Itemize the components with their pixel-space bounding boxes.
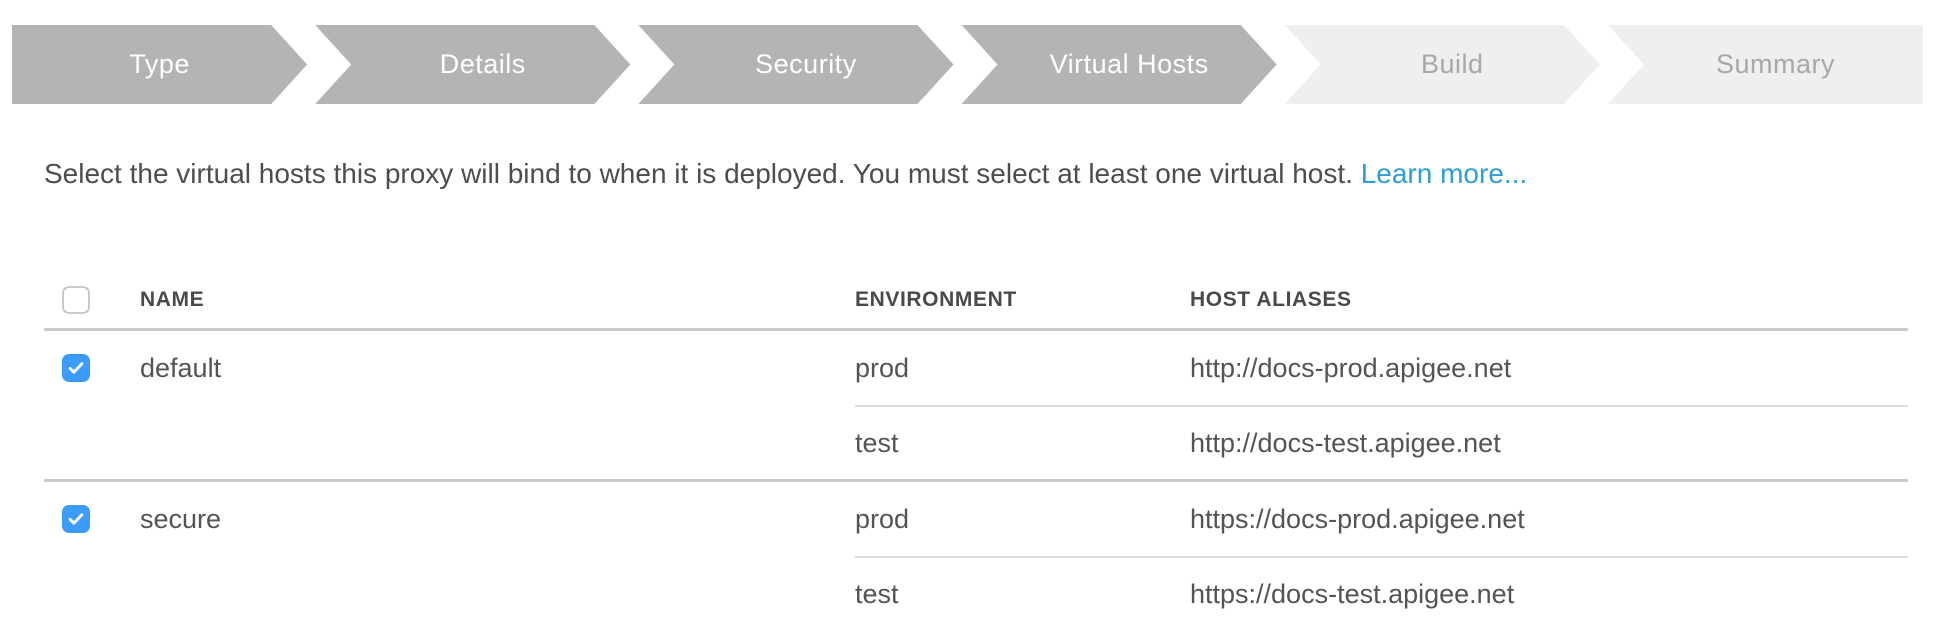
environment-cell: test <box>855 427 899 458</box>
host-subrow: prod http://docs-prod.apigee.net <box>855 331 1908 405</box>
host-alias-cell: https://docs-prod.apigee.net <box>1190 503 1525 534</box>
wizard-step-label: Virtual Hosts <box>1049 49 1209 79</box>
wizard-step-label: Type <box>129 49 190 79</box>
row-checkbox-cell <box>44 331 140 405</box>
host-subrows: prod http://docs-prod.apigee.net test http:… <box>855 331 1908 479</box>
table-header-row: NAME ENVIRONMENT HOST ALIASES <box>44 268 1908 331</box>
virtual-host-name: secure <box>140 503 222 534</box>
virtual-hosts-table: NAME ENVIRONMENT HOST ALIASES default pro… <box>44 268 1908 628</box>
group-divider <box>44 479 1908 482</box>
host-subrows: prod https://docs-prod.apigee.net test http… <box>855 482 1908 628</box>
virtual-host-name-cell: default <box>140 331 855 405</box>
wizard-step-type[interactable]: Type <box>12 25 307 104</box>
column-header-name: NAME <box>140 287 205 311</box>
page-description: Select the virtual hosts this proxy will… <box>44 158 1914 190</box>
wizard-step-summary[interactable]: Summary <box>1607 25 1924 104</box>
description-text: Select the virtual hosts this proxy will… <box>44 158 1361 189</box>
virtual-host-row-secure: secure prod https://docs-prod.apigee.net te… <box>44 482 1908 628</box>
learn-more-link[interactable]: Learn more... <box>1360 158 1528 189</box>
virtual-host-name-cell: secure <box>140 482 855 556</box>
row-checkbox[interactable] <box>62 354 90 382</box>
row-checkbox[interactable] <box>62 505 90 533</box>
virtual-host-name: default <box>140 352 222 383</box>
wizard-stepper: Type Details Security Virtual Hosts Build Sum… <box>12 25 1924 104</box>
checkmark-icon <box>68 362 84 374</box>
table-body: default prod http://docs-prod.apigee.net te… <box>44 331 1908 628</box>
wizard-step-label: Build <box>1421 49 1484 79</box>
select-all-checkbox[interactable] <box>62 285 90 314</box>
host-subrow: test http://docs-test.apigee.net <box>855 405 1908 479</box>
column-header-host-aliases: HOST ALIASES <box>1190 287 1352 311</box>
wizard-step-label: Details <box>439 49 526 79</box>
wizard-step-details[interactable]: Details <box>315 25 630 104</box>
wizard-step-build[interactable]: Build <box>1285 25 1600 104</box>
host-subrow: prod https://docs-prod.apigee.net <box>855 482 1908 556</box>
select-all-cell <box>44 268 140 331</box>
host-alias-cell: http://docs-test.apigee.net <box>1190 427 1501 458</box>
environment-cell: test <box>855 578 899 609</box>
environment-cell: prod <box>855 503 910 534</box>
wizard-step-label: Security <box>755 49 857 79</box>
wizard-step-label: Summary <box>1715 49 1835 79</box>
row-checkbox-cell <box>44 482 140 556</box>
host-alias-cell: https://docs-test.apigee.net <box>1190 578 1515 609</box>
virtual-host-row-default: default prod http://docs-prod.apigee.net te… <box>44 331 1908 479</box>
column-header-environment: ENVIRONMENT <box>855 287 1017 311</box>
wizard-step-security[interactable]: Security <box>638 25 953 104</box>
host-subrow: test https://docs-test.apigee.net <box>855 556 1908 628</box>
wizard-step-virtual-hosts[interactable]: Virtual Hosts <box>962 25 1277 104</box>
environment-cell: prod <box>855 352 910 383</box>
checkmark-icon <box>68 513 84 525</box>
host-alias-cell: http://docs-prod.apigee.net <box>1190 352 1512 383</box>
